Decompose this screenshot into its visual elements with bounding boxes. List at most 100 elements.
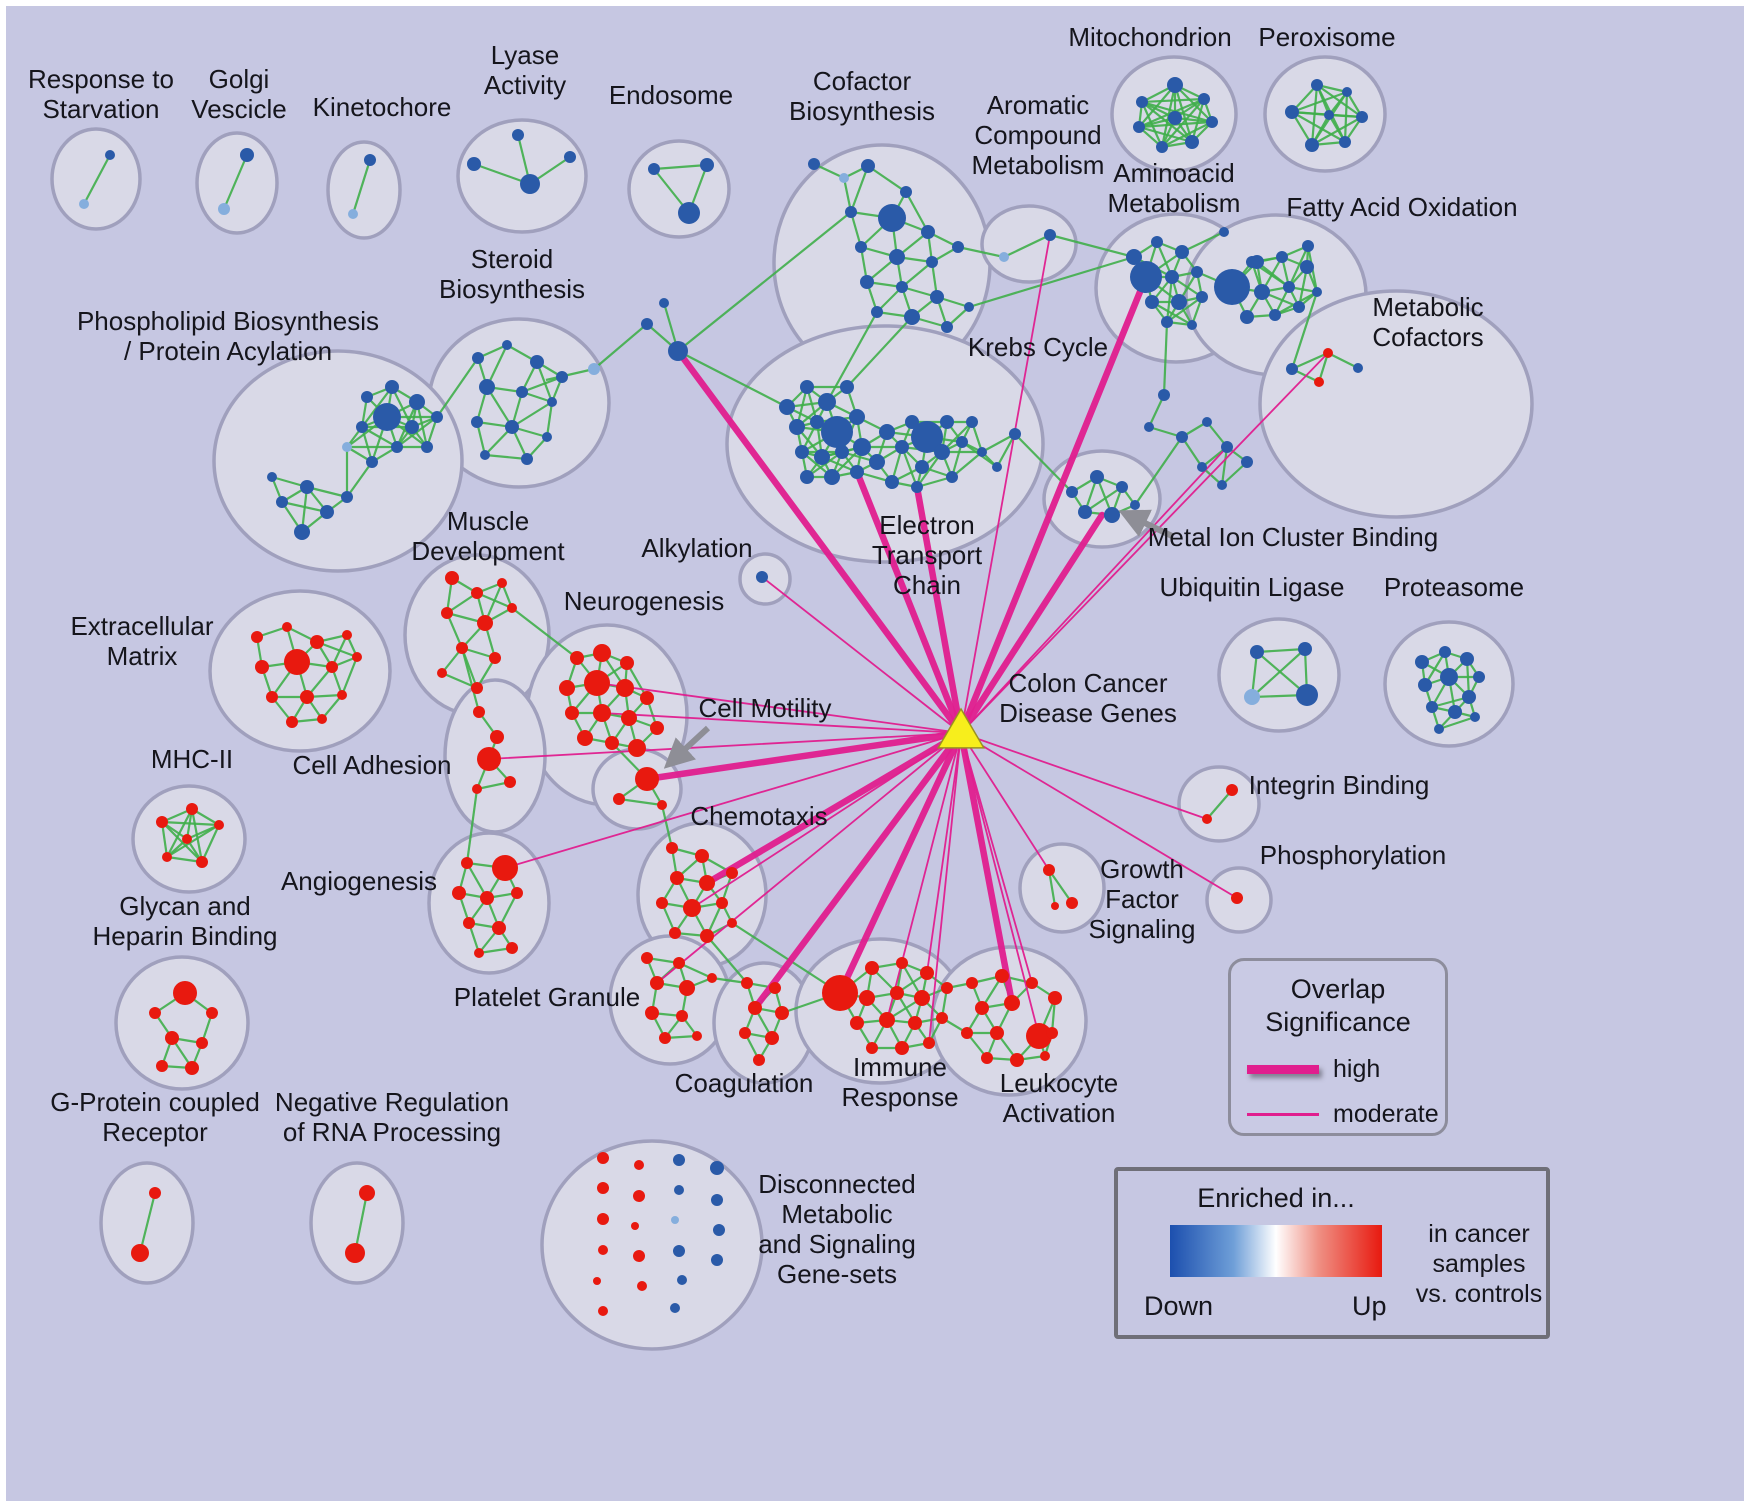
gene-set-node-cofactor-biosynthesis[interactable] xyxy=(964,302,974,312)
gene-set-node-steroid-biosynthesis[interactable] xyxy=(471,416,483,428)
gene-set-node-electron-transport-chain[interactable] xyxy=(850,465,864,479)
gene-set-node-proteasome[interactable] xyxy=(1415,655,1429,669)
gene-set-node-steroid-biosynthesis[interactable] xyxy=(542,432,552,442)
gene-set-node-alkylation[interactable] xyxy=(756,571,768,583)
gene-set-node-electron-transport-chain[interactable] xyxy=(905,415,919,429)
gene-set-node-cell-adhesion[interactable] xyxy=(477,747,501,771)
gene-set-node-disconnected-gene-sets[interactable] xyxy=(597,1182,609,1194)
gene-set-node-golgi-vescicle[interactable] xyxy=(240,148,254,162)
gene-set-node-disconnected-gene-sets[interactable] xyxy=(597,1213,609,1225)
gene-set-node-immune-response[interactable] xyxy=(850,1016,864,1030)
gene-set-node-chemotaxis[interactable] xyxy=(700,929,714,943)
gene-set-node-metal-ion-cluster-binding[interactable] xyxy=(1066,486,1078,498)
gene-set-node-coagulation[interactable] xyxy=(748,1001,762,1015)
gene-set-node-leukocyte-activation[interactable] xyxy=(1010,1053,1024,1067)
gene-set-node-disconnected-gene-sets[interactable] xyxy=(597,1152,609,1164)
gene-set-node-glycan-heparin-binding[interactable] xyxy=(206,1007,218,1019)
gene-set-node-muscle-development[interactable] xyxy=(507,603,517,613)
gene-set-node-platelet-granule[interactable] xyxy=(707,973,717,983)
gene-set-node-leukocyte-activation[interactable] xyxy=(961,1027,973,1039)
gene-set-node-cofactor-biosynthesis[interactable] xyxy=(861,159,875,173)
gene-set-node-aminoacid-metabolism[interactable] xyxy=(1161,316,1173,328)
gene-set-node-cofactor-biosynthesis[interactable] xyxy=(930,290,944,304)
gene-set-node-proteasome[interactable] xyxy=(1434,724,1444,734)
gene-set-node-mhc-ii[interactable] xyxy=(162,852,172,862)
gene-set-node-disconnected-gene-sets[interactable] xyxy=(711,1254,723,1266)
gene-set-node-immune-response[interactable] xyxy=(890,986,904,1000)
gene-set-node-phospholipid-biosynthesis[interactable] xyxy=(391,441,403,453)
gene-set-node-phospholipid-biosynthesis[interactable] xyxy=(373,403,401,431)
gene-set-node-proteasome[interactable] xyxy=(1460,652,1474,666)
gene-set-node-disconnected-gene-sets[interactable] xyxy=(673,1245,685,1257)
gene-set-node-steroid-biosynthesis[interactable] xyxy=(516,386,528,398)
gene-set-node-metabolic-cofactors[interactable] xyxy=(1286,363,1298,375)
gene-set-node-glycan-heparin-binding[interactable] xyxy=(165,1031,179,1045)
gene-set-node-chemotaxis[interactable] xyxy=(670,871,684,885)
gene-set-node-electron-transport-chain[interactable] xyxy=(795,445,809,459)
gene-set-node-mitochondrion[interactable] xyxy=(1136,96,1148,108)
gene-set-node-ubiquitin-ligase[interactable] xyxy=(1298,642,1312,656)
gene-set-node-fatty-acid-oxidation[interactable] xyxy=(1293,301,1305,313)
gene-set-node-extracellular-matrix[interactable] xyxy=(255,660,269,674)
gene-set-node-muscle-development[interactable] xyxy=(471,587,483,599)
gene-set-node-cofactor-biosynthesis[interactable] xyxy=(952,241,964,253)
gene-set-node-disconnected-gene-sets[interactable] xyxy=(677,1275,687,1285)
gene-set-node-immune-response[interactable] xyxy=(822,975,858,1011)
gene-set-node-aminoacid-metabolism[interactable] xyxy=(1171,294,1187,310)
gene-set-node-angiogenesis[interactable] xyxy=(480,891,494,905)
gene-set-node-immune-response[interactable] xyxy=(914,990,930,1006)
gene-set-node-aminoacid-metabolism[interactable] xyxy=(1191,266,1203,278)
gene-set-node-mitochondrion[interactable] xyxy=(1167,77,1183,93)
gene-set-node-response-to-starvation[interactable] xyxy=(79,199,89,209)
gene-set-node-electron-transport-chain[interactable] xyxy=(814,449,830,465)
gene-set-node-neurogenesis[interactable] xyxy=(621,710,637,726)
gene-set-node-coagulation[interactable] xyxy=(765,1031,779,1045)
gene-set-node-leukocyte-activation[interactable] xyxy=(995,969,1009,983)
gene-set-node-glycan-heparin-binding[interactable] xyxy=(185,1061,199,1075)
gene-set-node-platelet-granule[interactable] xyxy=(676,1010,688,1022)
gene-set-node-phospholipid-biosynthesis[interactable] xyxy=(320,505,334,519)
gene-set-node-muscle-development[interactable] xyxy=(445,571,459,585)
gene-set-node-electron-transport-chain[interactable] xyxy=(853,438,871,456)
gene-set-node-steroid-biosynthesis[interactable] xyxy=(530,355,544,369)
gene-set-node-glycan-heparin-binding[interactable] xyxy=(196,1037,208,1049)
gene-set-node-angiogenesis[interactable] xyxy=(492,921,506,935)
gene-set-node-neurogenesis[interactable] xyxy=(565,706,579,720)
gene-set-node-peroxisome[interactable] xyxy=(1285,105,1299,119)
gene-set-node-neurogenesis[interactable] xyxy=(570,651,584,665)
gene-set-node-electron-transport-chain[interactable] xyxy=(915,460,929,474)
gene-set-node-leukocyte-activation[interactable] xyxy=(975,1001,989,1015)
gene-set-node-leukocyte-activation[interactable] xyxy=(1026,1023,1052,1049)
gene-set-node-neurogenesis[interactable] xyxy=(616,679,634,697)
gene-set-node-electron-transport-chain[interactable] xyxy=(885,475,899,489)
gene-set-node-aromatic-compound-metabolism[interactable] xyxy=(1044,229,1056,241)
gene-set-node-mitochondrion[interactable] xyxy=(1198,93,1210,105)
gene-set-node-disconnected-gene-sets[interactable] xyxy=(710,1161,724,1175)
gene-set-node-g-protein-coupled-receptor[interactable] xyxy=(149,1187,161,1199)
gene-set-node-fatty-acid-oxidation[interactable] xyxy=(1246,256,1258,268)
gene-set-node-growth-factor-signaling[interactable] xyxy=(1051,902,1059,910)
gene-set-node-fatty-acid-oxidation[interactable] xyxy=(1312,287,1322,297)
gene-set-node-growth-factor-signaling[interactable] xyxy=(1066,897,1078,909)
gene-set-node-scattered-metabolic[interactable] xyxy=(1221,441,1233,453)
gene-set-node-extracellular-matrix[interactable] xyxy=(352,652,362,662)
gene-set-node-extracellular-matrix[interactable] xyxy=(282,622,292,632)
colon-cancer-hub-triangle[interactable] xyxy=(936,707,986,749)
gene-set-node-proteasome[interactable] xyxy=(1470,712,1480,722)
gene-set-node-phospholipid-biosynthesis[interactable] xyxy=(267,472,277,482)
gene-set-node-neurogenesis[interactable] xyxy=(640,691,654,705)
gene-set-node-scattered-metabolic[interactable] xyxy=(1144,422,1154,432)
gene-set-node-peroxisome[interactable] xyxy=(1339,136,1351,148)
gene-set-node-immune-response[interactable] xyxy=(895,1041,909,1055)
gene-set-node-proteasome[interactable] xyxy=(1418,678,1432,692)
gene-set-node-mhc-ii[interactable] xyxy=(156,816,168,828)
gene-set-node-mhc-ii[interactable] xyxy=(186,803,198,815)
gene-set-node-angiogenesis[interactable] xyxy=(474,948,484,958)
gene-set-node-disconnected-gene-sets[interactable] xyxy=(598,1245,608,1255)
gene-set-node-chemotaxis[interactable] xyxy=(683,899,701,917)
gene-set-node-metal-ion-cluster-binding[interactable] xyxy=(1090,470,1104,484)
gene-set-node-leukocyte-activation[interactable] xyxy=(1046,1027,1058,1039)
gene-set-node-extracellular-matrix[interactable] xyxy=(317,714,327,724)
gene-set-node-chemotaxis[interactable] xyxy=(716,897,728,909)
gene-set-node-immune-response[interactable] xyxy=(923,1037,935,1049)
